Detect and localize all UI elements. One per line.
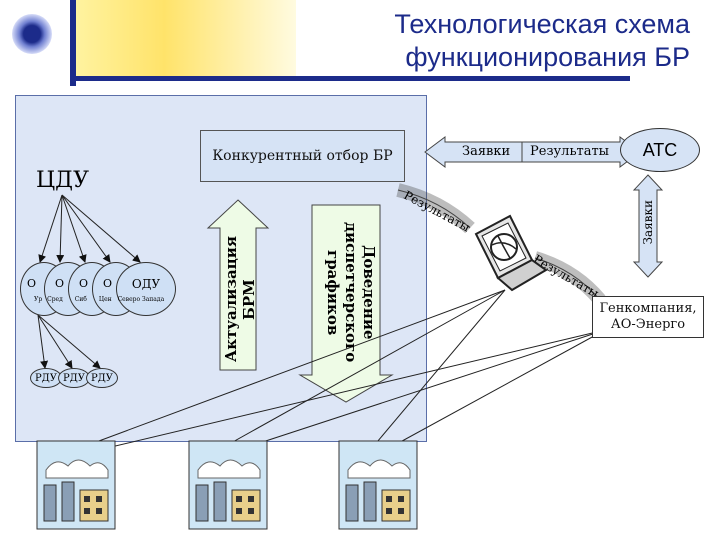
requests-top-label: Заявки <box>462 144 511 159</box>
page-title: Технологическая схема функционирования Б… <box>250 8 690 74</box>
requests-side-arrow <box>632 174 664 278</box>
odu-sub-5: Северо Запада <box>117 296 165 303</box>
odu-front-label: ОДУ <box>131 277 161 291</box>
odu-partial-3: О <box>79 277 89 290</box>
header-accent <box>76 0 296 76</box>
rdu-label-3: РДУ <box>90 372 114 384</box>
odu-sub-3: Сиб <box>74 296 87 303</box>
cdu-label: ЦДУ <box>36 168 89 193</box>
update-brm-label: Актуализация БРМ <box>222 236 258 363</box>
genco-to-plants-links <box>89 329 606 455</box>
requests-side-label: Заявки <box>641 200 655 245</box>
title-line-2: функционирования БР <box>405 42 690 72</box>
odu-subtitles: Ур Сред Сиб Цен Северо Запада <box>34 296 164 303</box>
results-top-label: Результаты <box>530 144 609 159</box>
computer-icon <box>474 214 548 292</box>
cdu-to-odu-links <box>38 194 141 263</box>
power-plant-icon-2 <box>188 440 268 530</box>
header-horizontal-rule <box>70 76 630 81</box>
power-plant-icon-3 <box>338 440 418 530</box>
ats-label: АТС <box>642 139 678 160</box>
odu-sub-1: Ур <box>34 296 43 303</box>
rdu-node-3: РДУ <box>86 368 118 388</box>
update-brm-arrow <box>206 199 270 371</box>
odu-node-front: ОДУ <box>116 262 176 316</box>
title-line-1: Технологическая схема <box>394 9 690 39</box>
odu-sub-2: Сред <box>47 296 63 303</box>
odu-to-rdu-links <box>37 314 101 369</box>
competitive-selection-box: Конкурентный отбор БР <box>200 130 405 182</box>
genco-box: Генкомпания, АО-Энерго <box>592 296 704 338</box>
rdu-label-2: РДУ <box>62 372 86 384</box>
odu-sub-4: Цен <box>98 296 112 303</box>
dispatch-schedules-label: Доведение диспетчерского графиков <box>324 222 378 363</box>
dispatch-arrow <box>298 204 394 403</box>
power-plant-icon-1 <box>36 440 116 530</box>
odu-partial-2: О <box>55 277 65 290</box>
odu-partial-4: О <box>103 277 113 290</box>
logo-icon <box>12 14 52 54</box>
rdu-label-1: РДУ <box>34 372 58 384</box>
ats-node: АТС <box>620 128 700 172</box>
header-vertical-rule <box>70 0 76 86</box>
odu-partial-1: О <box>27 277 37 290</box>
